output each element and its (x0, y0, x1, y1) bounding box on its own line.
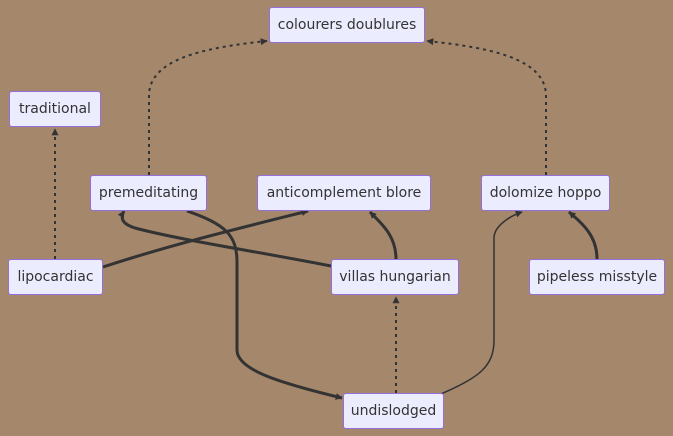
node-villas-hungarian[interactable]: villas hungarian (331, 259, 459, 295)
edge-pipeless-to-dolomize (568, 210, 599, 260)
edge-villas-to-anticomplement (368, 210, 398, 260)
node-colourers-doublures[interactable]: colourers doublures (269, 7, 425, 43)
node-lipocardiac[interactable]: lipocardiac (8, 259, 103, 295)
edge-dolomize-to-colourers (426, 38, 547, 175)
node-undislodged[interactable]: undislodged (343, 393, 444, 429)
node-traditional[interactable]: traditional (9, 91, 101, 127)
node-premeditating[interactable]: premeditating (90, 175, 207, 211)
edge-lipocardiac-to-anticomplement (102, 209, 309, 269)
edge-premeditating-to-colourers (148, 38, 268, 175)
node-anticomplement-blore[interactable]: anticomplement blore (257, 175, 431, 211)
edge-undislodged-to-dolomize (435, 210, 523, 397)
edge-premeditating-to-undislodged (186, 209, 343, 400)
edge-villas-to-premeditating (117, 210, 332, 268)
node-pipeless-misstyle[interactable]: pipeless misstyle (529, 259, 665, 295)
node-dolomize-hoppo[interactable]: dolomize hoppo (481, 175, 610, 211)
